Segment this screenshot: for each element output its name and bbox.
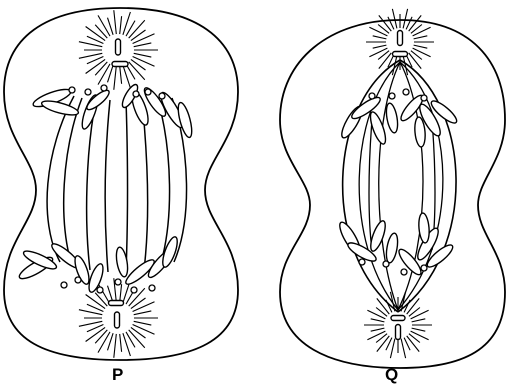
cell-q-upper-centriole: [398, 31, 403, 46]
cell-p-centromere: [61, 282, 67, 288]
cell-q-upper-centriole: [393, 52, 408, 57]
cell-p-centromere: [133, 91, 139, 97]
cell-q: [280, 9, 505, 368]
cell-q-centromere: [403, 89, 409, 95]
cell-p-centromere: [145, 89, 151, 95]
cell-p-lower-centriole: [115, 312, 120, 328]
cell-p-lower-centriole: [109, 301, 124, 306]
cell-q-centromere: [401, 269, 407, 275]
cell-p-centromere: [131, 287, 137, 293]
cell-q-centromere: [389, 93, 395, 99]
cell-q-lower-centriole: [391, 316, 405, 321]
cell-p-upper-centriole: [112, 62, 128, 67]
cell-q-label: Q: [385, 366, 398, 383]
cell-p-centromere: [101, 85, 107, 91]
cell-p-centromere: [159, 93, 165, 99]
cell-p-centromere: [85, 89, 91, 95]
cell-q-centromere: [359, 259, 365, 265]
cell-p-upper-centriole: [116, 39, 121, 55]
cell-q-lower-centriole: [396, 325, 401, 340]
cell-p-centromere: [149, 285, 155, 291]
cell-q-centromere: [369, 93, 375, 99]
cell-q-centromere: [421, 265, 427, 271]
cell-p-centromere: [75, 277, 81, 283]
cell-p-label: P: [112, 366, 123, 383]
cell-p-centromere: [115, 279, 121, 285]
cell-p-centromere: [69, 87, 75, 93]
cell-q-centromere: [421, 95, 427, 101]
cell-q-centromere: [383, 261, 389, 267]
cell-p: [4, 8, 238, 360]
cell-p-centromere: [97, 287, 103, 293]
